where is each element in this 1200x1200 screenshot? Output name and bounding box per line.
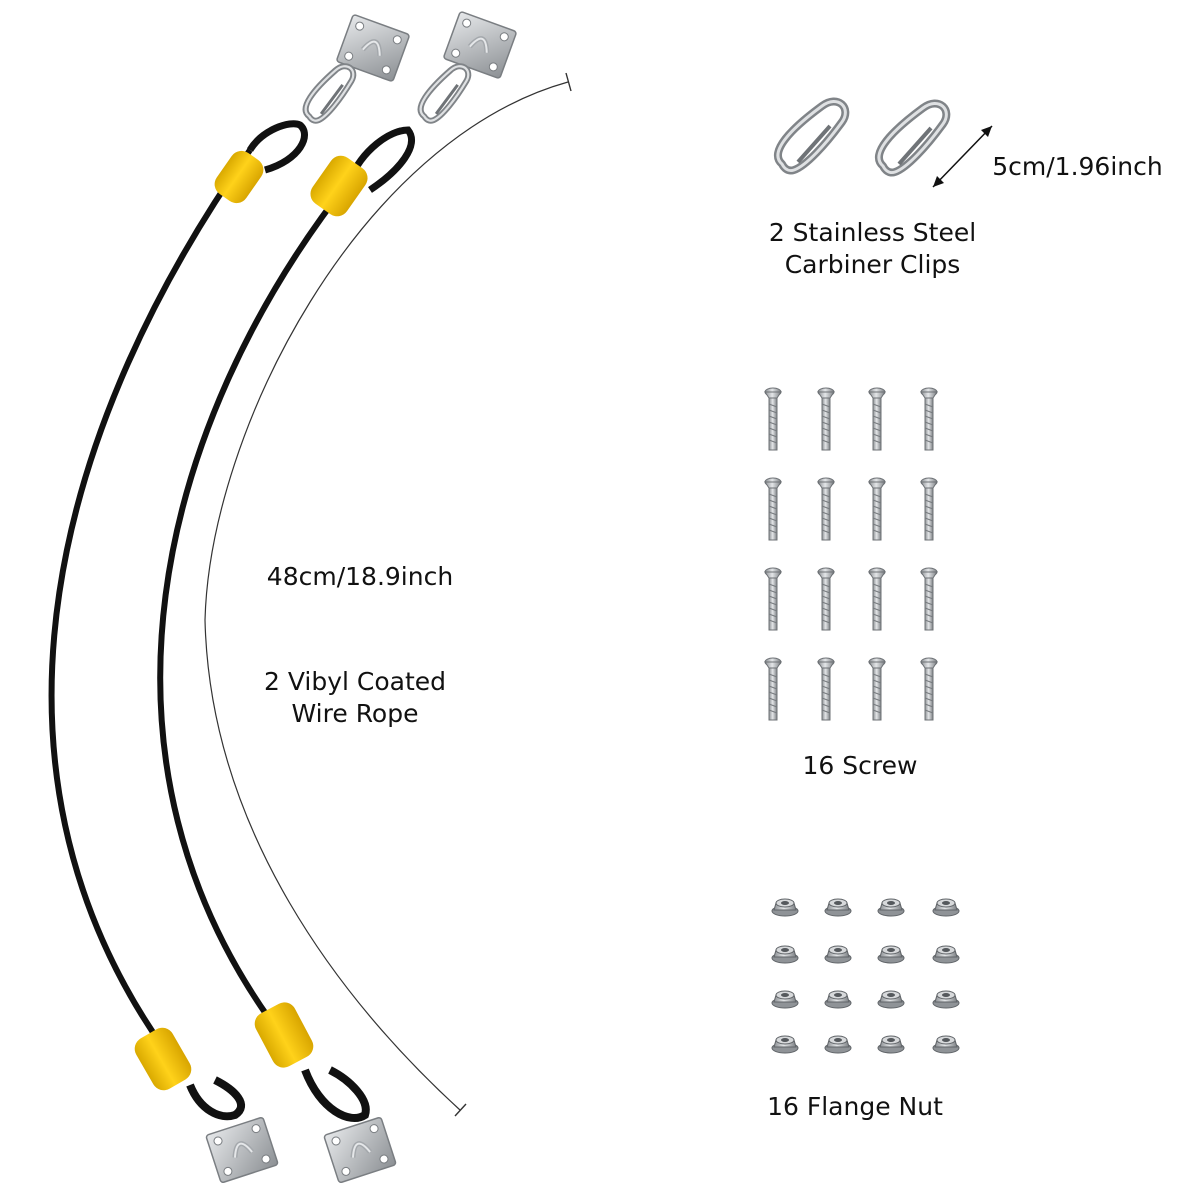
screw-icon [920,657,938,721]
wire-rope-caption-line1: 2 Vibyl Coated [263,667,447,696]
carabiner-icon [302,66,357,122]
flange-nut-icon [771,945,799,964]
screw-icon [817,477,835,541]
carabiner-caption-line1: 2 Stainless Steel [768,218,977,247]
screw-icon [868,567,886,631]
flange-nut-icon [932,945,960,964]
flange-nut-icon [771,898,799,917]
screw-icon [868,477,886,541]
carabiner-icon [778,101,845,170]
flange-nut-icon [932,990,960,1009]
screw-icon [868,387,886,451]
flange-nut-icon [771,1035,799,1054]
flange-nut-icon [824,945,852,964]
carabiner-icon [879,103,946,172]
flange-nut-icon [877,990,905,1009]
flange-nut-icon [824,1035,852,1054]
wire-length-label: 48cm/18.9inch [266,562,454,591]
wire-rope-caption-line2: Wire Rope [291,699,419,728]
screw-icon [764,657,782,721]
carabiner-size-label: 5cm/1.96inch [992,152,1163,181]
screw-icon [920,567,938,631]
flange-nut-caption: 16 Flange Nut [767,1092,943,1121]
screw-icon [764,387,782,451]
carabiner-size-dimension-line [932,125,993,188]
wire-rope-icon [48,120,308,1121]
mounting-plate-icon [324,1117,397,1183]
carabiner-icon [417,66,472,122]
screw-icon [920,477,938,541]
screw-icon [764,477,782,541]
flange-nut-icon [877,945,905,964]
screw-icon [764,567,782,631]
carabiner-caption-line2: Carbiner Clips [784,250,961,279]
mounting-plate-icon [336,14,409,82]
screw-icon [868,657,886,721]
wire-rope-icon [157,126,416,1122]
flange-nut-grid [771,898,960,1054]
flange-nut-icon [824,990,852,1009]
wire-length-dimension-line [204,72,572,1117]
screw-icon [817,387,835,451]
flange-nut-icon [771,990,799,1009]
screw-grid [764,387,938,721]
screw-icon [817,567,835,631]
flange-nut-icon [877,898,905,917]
mounting-plate-icon [206,1117,279,1183]
flange-nut-icon [824,898,852,917]
screw-icon [920,387,938,451]
flange-nut-icon [877,1035,905,1054]
flange-nut-icon [932,1035,960,1054]
screw-icon [817,657,835,721]
flange-nut-icon [932,898,960,917]
screw-caption: 16 Screw [802,751,918,780]
